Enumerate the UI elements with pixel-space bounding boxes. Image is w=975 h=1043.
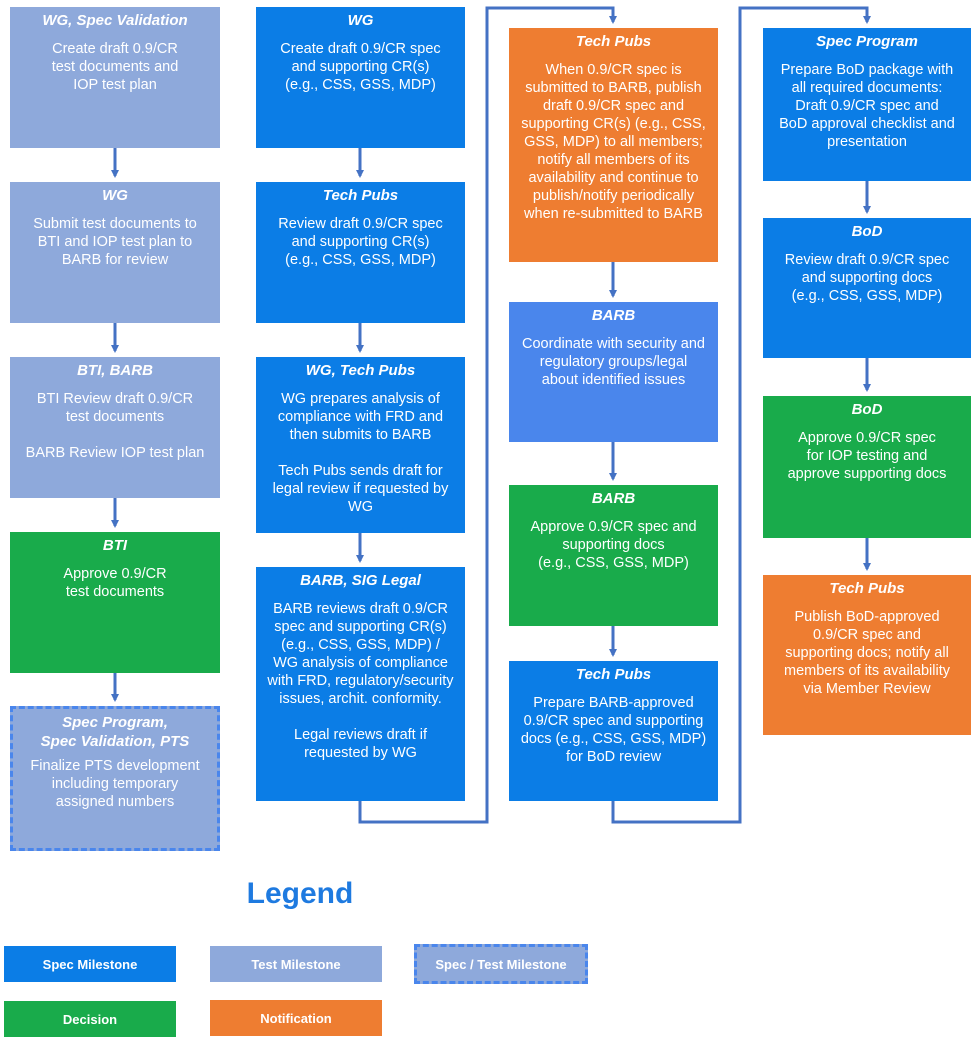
step-description: When 0.9/CR spec is submitted to BARB, p…: [521, 62, 706, 222]
step-description: Create draft 0.9/CR spec and supporting …: [280, 41, 441, 93]
step-actor: WG, Tech Pubs: [305, 362, 416, 379]
legend-spec-test-milestone: Spec / Test Milestone: [414, 944, 588, 984]
step-description: Submit test documents to BTI and IOP tes…: [33, 216, 197, 268]
step-actor: Spec Program: [816, 33, 918, 50]
arrow-c3-to-c4: [611, 6, 871, 824]
step-description: Approve 0.9/CR spec for IOP testing and …: [787, 430, 947, 482]
legend-title: Legend: [246, 877, 354, 910]
step-description: Publish BoD-approved 0.9/CR spec and sup…: [784, 609, 950, 697]
arrow-c2-to-c3: [358, 6, 617, 824]
step-description: Review draft 0.9/CR spec and supporting …: [784, 252, 950, 304]
step-actor: BARB, SIG Legal: [300, 572, 421, 589]
step-actor: BTI: [102, 537, 128, 554]
step-barb-legal-review: BARB, SIG Legal BARB reviews draft 0.9/C…: [256, 567, 465, 801]
step-bod-approve: BoD Approve 0.9/CR spec for IOP testing …: [763, 396, 971, 538]
step-create-draft-spec: WG Create draft 0.9/CR spec and supporti…: [256, 7, 465, 148]
step-actor: BTI, BARB: [77, 362, 153, 379]
step-actor: Tech Pubs: [575, 666, 652, 683]
step-description: Coordinate with security and regulatory …: [522, 336, 705, 388]
step-compliance-analysis: WG, Tech Pubs WG prepares analysis of co…: [256, 357, 465, 533]
legend-test-milestone: Test Milestone: [210, 946, 382, 982]
step-actor: BoD: [851, 401, 883, 418]
step-description: Prepare BARB-approved 0.9/CR spec and su…: [520, 695, 707, 765]
step-actor: WG: [347, 12, 374, 29]
step-actor: BARB: [591, 490, 636, 507]
step-barb-approve: BARB Approve 0.9/CR spec and supporting …: [509, 485, 718, 626]
step-actor: Tech Pubs: [322, 187, 399, 204]
step-description: Approve 0.9/CR spec and supporting docs …: [530, 519, 697, 571]
step-description: WG prepares analysis of compliance with …: [272, 391, 449, 515]
step-actor: BoD: [851, 223, 883, 240]
step-submit-test-docs: WG Submit test documents to BTI and IOP …: [10, 182, 220, 323]
step-description: BARB reviews draft 0.9/CR spec and suppo…: [267, 601, 454, 761]
step-actor: Spec Program, Spec Validation, PTS: [40, 714, 190, 750]
step-description: Prepare BoD package with all required do…: [779, 62, 955, 150]
step-coordinate-issues: BARB Coordinate with security and regula…: [509, 302, 718, 442]
step-approve-test-docs: BTI Approve 0.9/CR test documents: [10, 532, 220, 673]
step-publish-draft-spec: Tech Pubs When 0.9/CR spec is submitted …: [509, 28, 718, 262]
step-actor: WG: [102, 187, 128, 204]
step-actor: Tech Pubs: [575, 33, 652, 50]
step-review-draft-spec: Tech Pubs Review draft 0.9/CR spec and s…: [256, 182, 465, 323]
step-bod-review: BoD Review draft 0.9/CR spec and support…: [763, 218, 971, 358]
step-publish-approved-spec: Tech Pubs Publish BoD-approved 0.9/CR sp…: [763, 575, 971, 735]
step-create-test-docs: WG, Spec Validation Create draft 0.9/CR …: [10, 7, 220, 148]
step-description: Finalize PTS development including tempo…: [30, 758, 200, 810]
step-description: Review draft 0.9/CR spec and supporting …: [278, 216, 443, 268]
legend-spec-milestone: Spec Milestone: [4, 946, 176, 982]
step-review-test-docs: BTI, BARB BTI Review draft 0.9/CR test d…: [10, 357, 220, 498]
step-description: Create draft 0.9/CR test documents and I…: [51, 41, 179, 93]
legend-decision: Decision: [4, 1001, 176, 1037]
step-prepare-bod-review: Tech Pubs Prepare BARB-approved 0.9/CR s…: [509, 661, 718, 801]
step-actor: WG, Spec Validation: [42, 12, 188, 29]
step-prepare-bod-package: Spec Program Prepare BoD package with al…: [763, 28, 971, 181]
step-actor: Tech Pubs: [829, 580, 905, 597]
step-actor: BARB: [591, 307, 636, 324]
step-description: BTI Review draft 0.9/CR test documents B…: [25, 391, 205, 461]
step-description: Approve 0.9/CR test documents: [63, 566, 167, 600]
step-finalize-pts: Spec Program, Spec Validation, PTS Final…: [10, 706, 220, 851]
legend-notification: Notification: [210, 1000, 382, 1036]
